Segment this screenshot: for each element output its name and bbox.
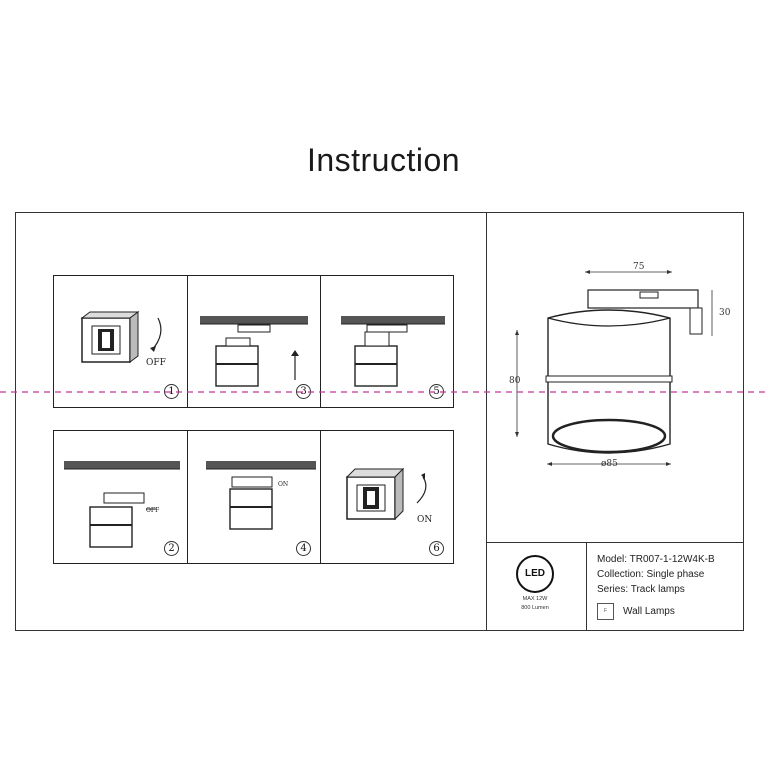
instruction-frame <box>15 212 744 631</box>
spec-divider <box>586 542 587 631</box>
step-1-label: OFF <box>146 358 166 368</box>
step-6-label: ON <box>417 515 433 525</box>
width-dimension: 75 <box>633 262 645 272</box>
step-6-panel: ON 6 <box>320 430 454 564</box>
step-2-number: 2 <box>164 541 179 556</box>
category-text: Wall Lamps <box>623 606 675 617</box>
attach-adapter-illustration <box>64 461 180 548</box>
switch-off-illustration <box>80 311 162 363</box>
led-badge-icon: LED <box>516 555 554 593</box>
page-title: Instruction <box>306 142 461 178</box>
turn-lock-illustration <box>206 461 316 530</box>
collection-text: Collection: Single phase <box>597 569 705 580</box>
step-4-label: ON <box>278 481 289 488</box>
step-3-panel: 3 <box>187 275 321 408</box>
step-5-panel: 5 <box>320 275 454 408</box>
step-2-panel: OFF 2 <box>53 430 188 564</box>
step-4-panel: ON 4 <box>187 430 321 564</box>
model-text: Model: TR007-1-12W4K-B <box>597 554 715 565</box>
power-rating: MAX 12W <box>522 596 548 602</box>
step-1-panel: OFF 1 <box>53 275 188 408</box>
diameter-dimension: ø85 <box>601 459 618 469</box>
step-1-number: 1 <box>164 384 179 399</box>
height-dimension: 80 <box>509 376 521 386</box>
mount-lamp-illustration <box>200 316 308 387</box>
switch-on-illustration <box>345 467 427 521</box>
step-2-label: OFF <box>146 507 160 514</box>
step-4-number: 4 <box>296 541 311 556</box>
lock-lamp-illustration <box>341 316 445 387</box>
series-text: Series: Track lamps <box>597 584 685 595</box>
wall-lamp-icon: F <box>597 603 614 620</box>
track-dimension: 30 <box>719 308 731 318</box>
lumen-rating: 800 Lumen <box>521 605 549 611</box>
step-6-number: 6 <box>429 541 444 556</box>
spec-box <box>486 542 744 631</box>
panel-divider <box>486 212 487 631</box>
